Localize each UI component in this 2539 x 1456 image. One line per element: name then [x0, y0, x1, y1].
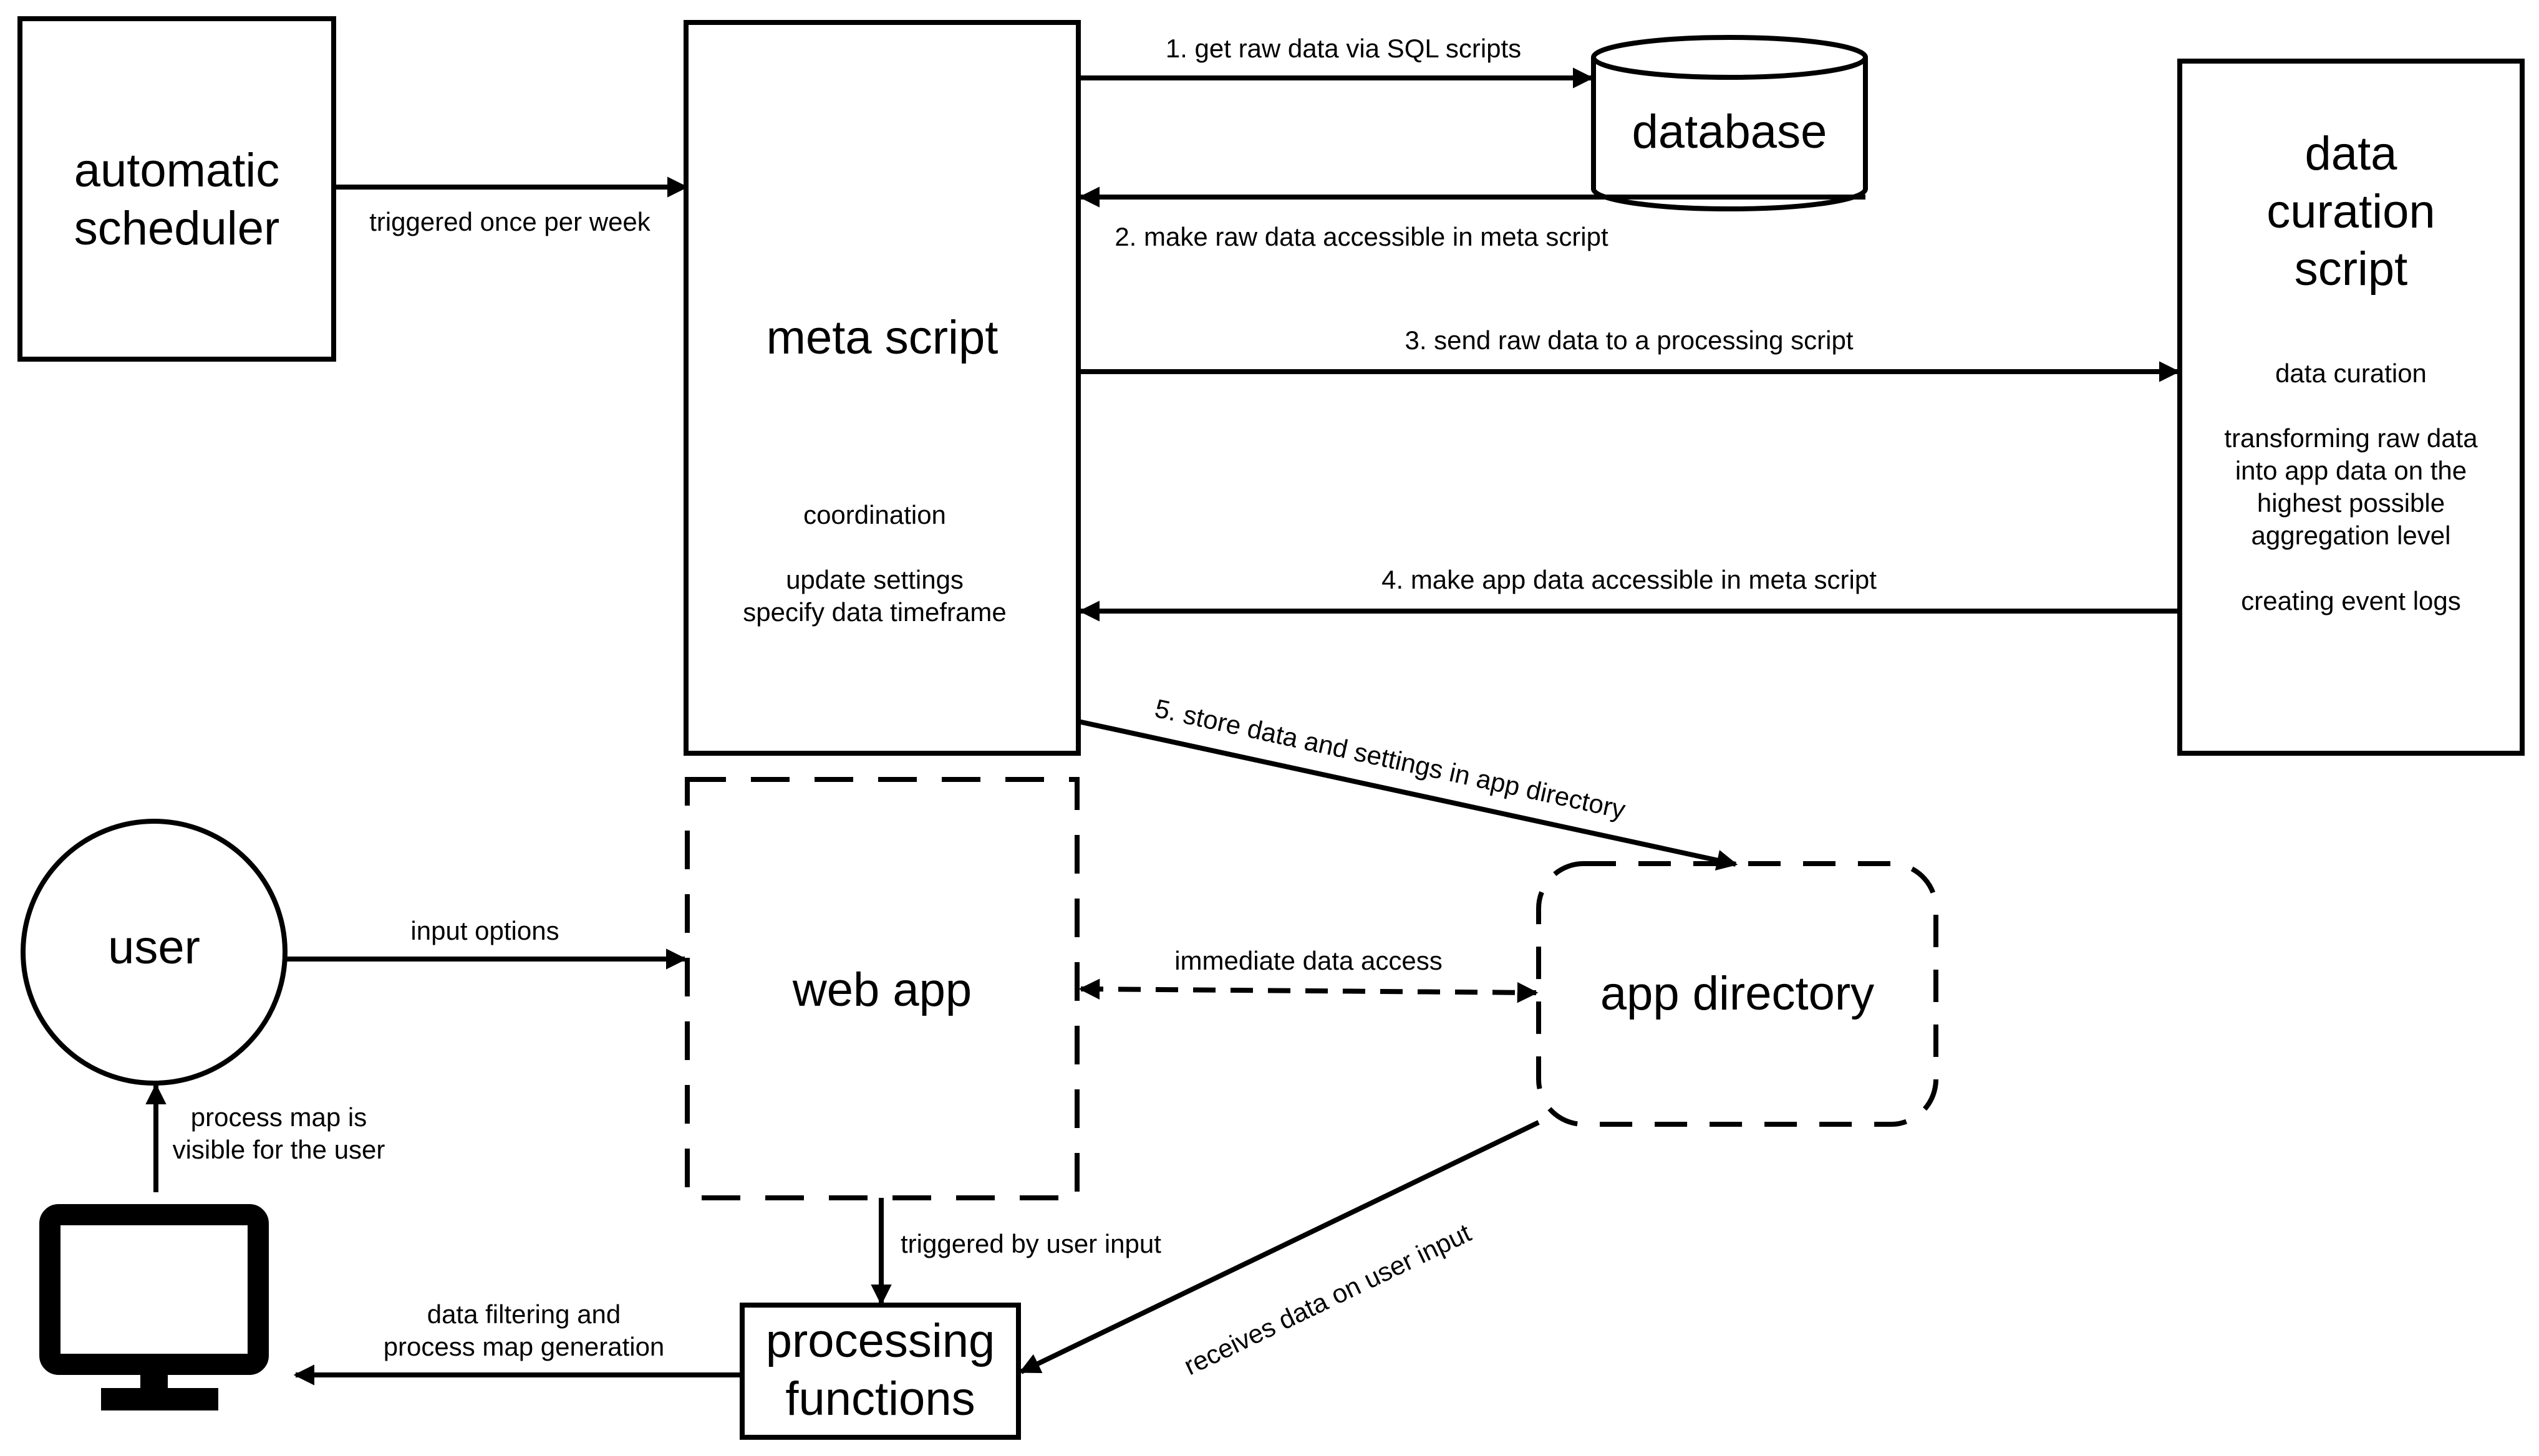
app-directory-box [1536, 861, 1938, 1127]
label-triggered-by-user: triggered by user input [901, 1229, 1161, 1258]
web-app-box [685, 777, 1080, 1200]
processing-functions-title: processing functions [765, 1314, 995, 1425]
label-get-raw-data: 1. get raw data via SQL scripts [1165, 34, 1522, 63]
monitor-icon [39, 1204, 269, 1410]
edge-immediate-access [1078, 978, 1539, 1003]
label-make-app-accessible: 4. make app data accessible in meta scri… [1381, 565, 1877, 594]
user-circle [21, 819, 288, 1086]
edge-receives-data [1018, 1120, 1540, 1374]
label-input-options: input options [410, 916, 559, 945]
web-app-title: web app [792, 963, 972, 1016]
meta-script-notes: coordination update settings specify dat… [743, 500, 1007, 627]
label-process-map-visible: process map is visible for the user [172, 1102, 385, 1165]
edge-store-data [1078, 719, 1738, 870]
label-immediate-access: immediate data access [1174, 946, 1443, 975]
curation-script-title: data curation script [2266, 127, 2435, 296]
label-make-raw-accessible: 2. make raw data accessible in meta scri… [1115, 222, 1608, 251]
curation-script-box [2177, 59, 2525, 756]
label-send-raw-data: 3. send raw data to a processing script [1405, 325, 1854, 355]
curation-script-notes: data curation transforming raw data into… [2224, 359, 2478, 615]
scheduler-title: automatic scheduler [74, 144, 280, 255]
label-data-filtering: data filtering and process map generatio… [383, 1299, 665, 1362]
database-title: database [1632, 105, 1827, 158]
meta-script-box [684, 20, 1081, 756]
meta-script-title: meta script [766, 311, 999, 364]
user-title: user [108, 921, 200, 974]
app-directory-title: app directory [1600, 967, 1875, 1020]
label-triggered-weekly: triggered once per week [369, 207, 650, 236]
